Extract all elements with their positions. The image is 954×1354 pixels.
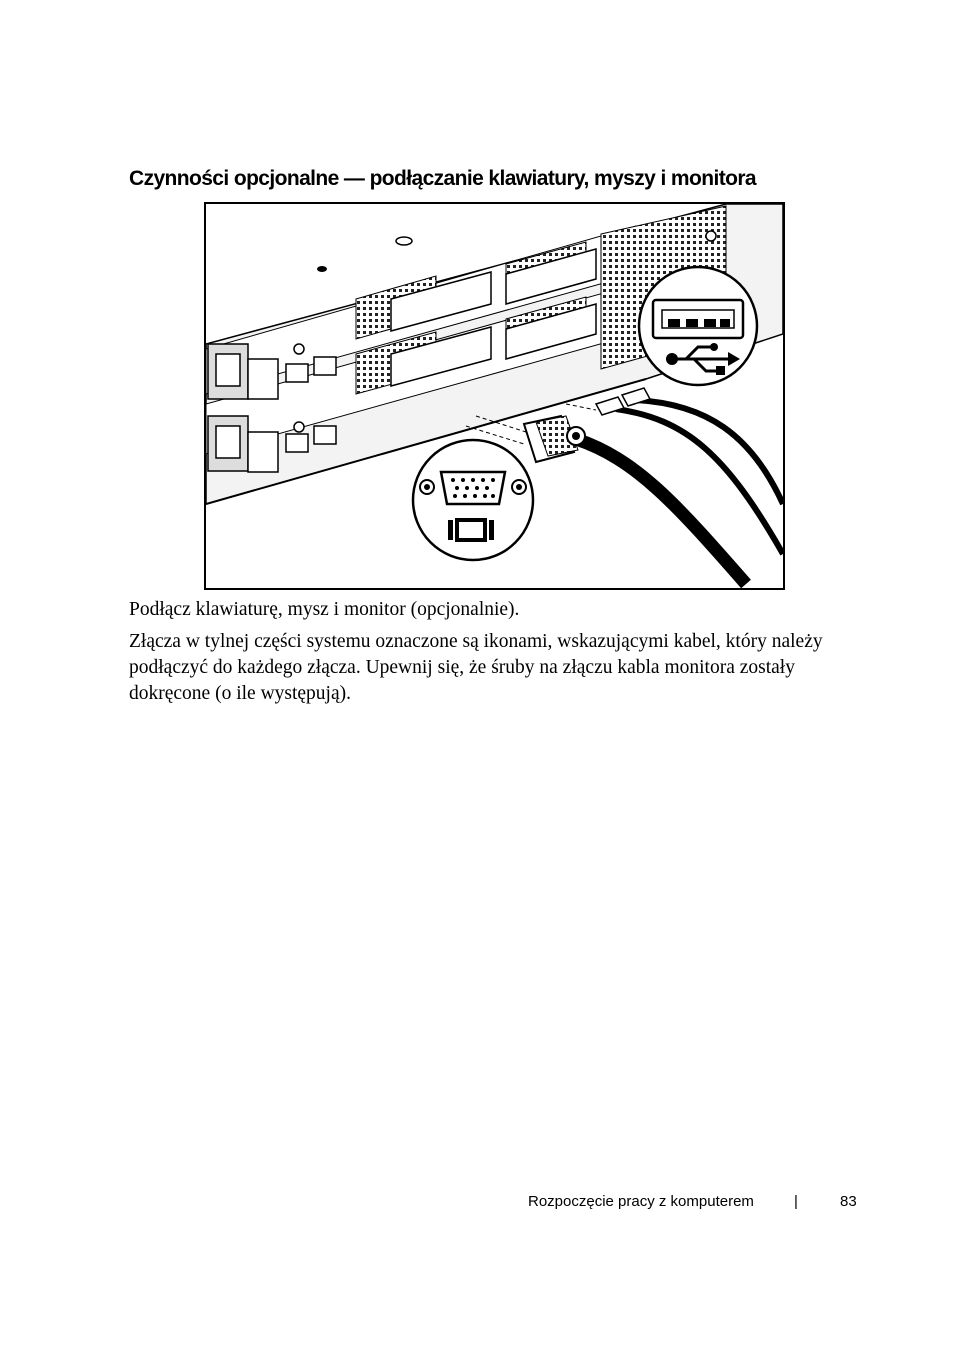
footer-separator: | — [794, 1193, 798, 1210]
paragraph-connector-description: Złącza w tylnej części systemu oznaczone… — [129, 631, 823, 704]
vga-plug — [522, 414, 586, 464]
vga-callout — [411, 438, 535, 562]
paragraph-connect-instruction: Podłącz klawiaturę, mysz i monitor (opcj… — [129, 599, 520, 620]
usb-icon — [666, 343, 740, 375]
vga-video-icon — [448, 518, 494, 542]
page-number: 83 — [840, 1193, 857, 1210]
section-heading: Czynności opcjonalne — podłączanie klawi… — [129, 167, 757, 190]
usb-callout — [637, 265, 759, 387]
footer-section-title: Rozpoczęcie pracy z komputerem — [528, 1193, 754, 1210]
illustration-server-connectors — [204, 202, 785, 590]
usb-plugs — [594, 387, 652, 416]
